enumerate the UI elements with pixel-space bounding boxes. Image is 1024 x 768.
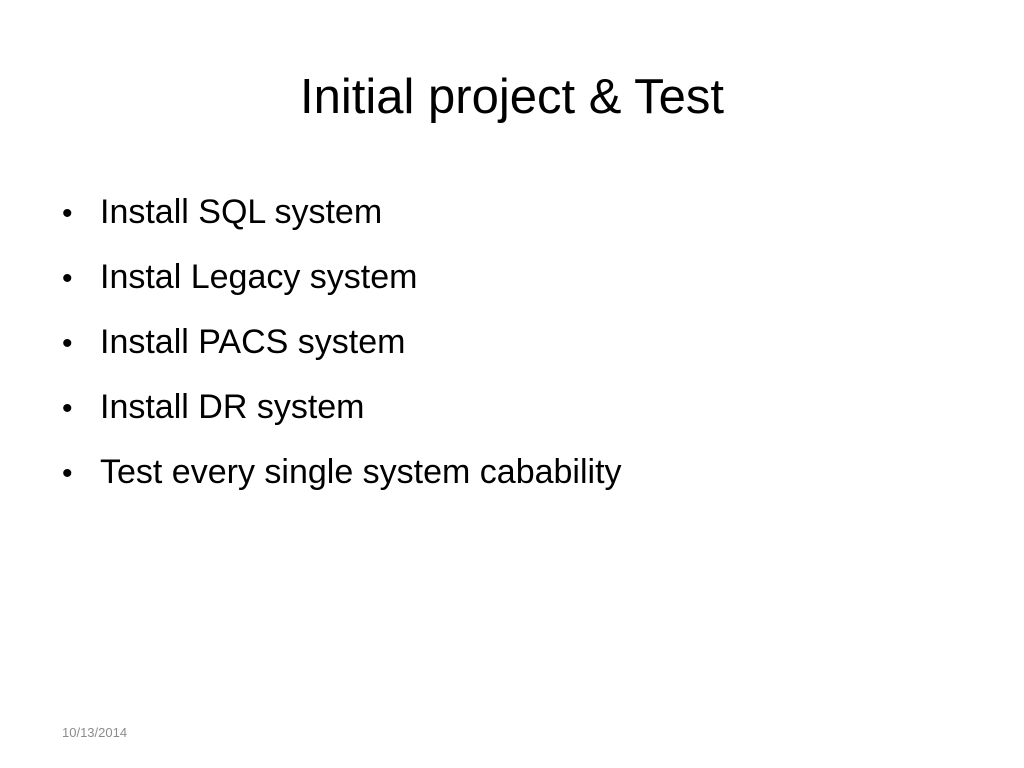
bullet-icon: • <box>62 327 73 360</box>
list-item: • Install PACS system <box>56 310 622 375</box>
footer-date: 10/13/2014 <box>62 725 128 740</box>
bullet-text: Install SQL system <box>100 193 383 231</box>
bullet-icon: • <box>62 392 73 425</box>
bullet-icon: • <box>62 197 73 230</box>
bullet-text: Instal Legacy system <box>100 258 418 296</box>
list-item: • Install DR system <box>56 375 622 440</box>
bullet-icon: • <box>62 457 73 490</box>
bullet-text: Install PACS system <box>100 323 406 361</box>
list-item: • Install SQL system <box>56 180 622 245</box>
bullet-icon: • <box>62 262 73 295</box>
bullet-text: Test every single system cabability <box>100 453 622 491</box>
bullet-text: Install DR system <box>100 388 365 426</box>
list-item: • Instal Legacy system <box>56 245 622 310</box>
list-item: • Test every single system cabability <box>56 440 622 505</box>
slide-title: Initial project & Test <box>300 70 724 124</box>
bullet-list: • Install SQL system • Instal Legacy sys… <box>56 180 622 505</box>
